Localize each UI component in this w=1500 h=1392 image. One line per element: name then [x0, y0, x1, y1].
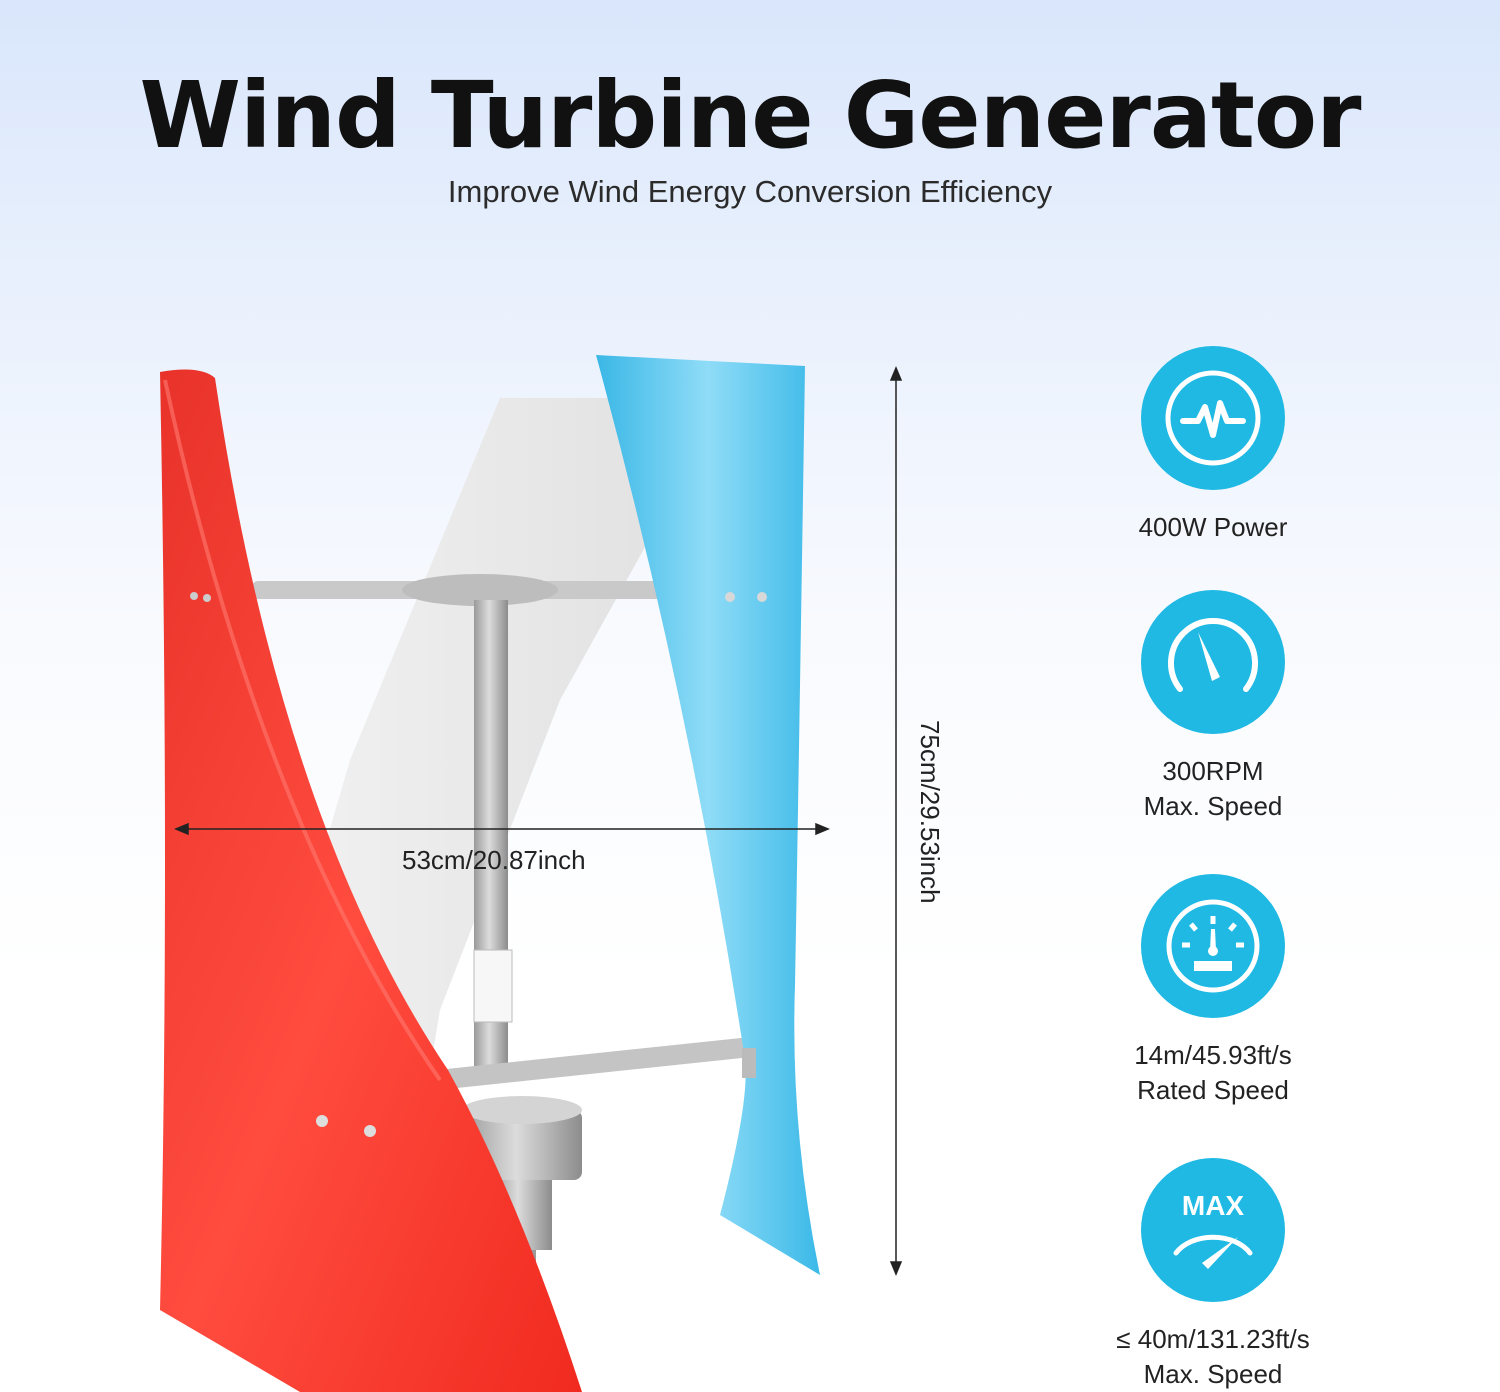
feature-max-wind-speed: MAX ≤ 40m/131.23ft/s Max. Speed — [1063, 1158, 1363, 1392]
spec-label — [473, 949, 513, 1023]
bottom-arm — [410, 1037, 750, 1093]
max-icon-text: MAX — [1182, 1190, 1245, 1221]
dashboard-gauge-icon — [1141, 874, 1285, 1018]
feature-max-wind-speed-value: ≤ 40m/131.23ft/s — [1116, 1324, 1310, 1354]
feature-rated-speed-value: 14m/45.93ft/s — [1134, 1040, 1292, 1070]
feature-max-wind-speed-caption: Max. Speed — [1143, 1359, 1283, 1389]
speedometer-icon — [1141, 590, 1285, 734]
feature-rpm-value: 300RPM — [1162, 756, 1264, 786]
feature-rated-speed-caption: Rated Speed — [1137, 1075, 1289, 1105]
height-dimension-label: 75cm/29.53inch — [915, 720, 945, 904]
page-subtitle: Improve Wind Energy Conversion Efficienc… — [447, 174, 1053, 209]
feature-power-label: 400W Power — [1138, 512, 1288, 542]
blue-blade — [596, 355, 820, 1275]
feature-rpm-caption: Max. Speed — [1143, 791, 1283, 821]
page-title: Wind Turbine Generator — [139, 62, 1361, 169]
red-blade — [160, 369, 582, 1392]
feature-rated-speed: 14m/45.93ft/s Rated Speed — [1063, 874, 1363, 1108]
width-dimension-arrow — [174, 822, 830, 836]
feature-rpm: 300RPM Max. Speed — [1063, 590, 1363, 824]
feature-power: 400W Power — [1063, 346, 1363, 545]
height-dimension-arrow — [889, 366, 903, 1276]
max-gauge-icon: MAX — [1141, 1158, 1285, 1302]
pulse-icon — [1141, 346, 1285, 490]
width-dimension-label: 53cm/20.87inch — [402, 845, 586, 875]
top-hub — [402, 574, 558, 606]
